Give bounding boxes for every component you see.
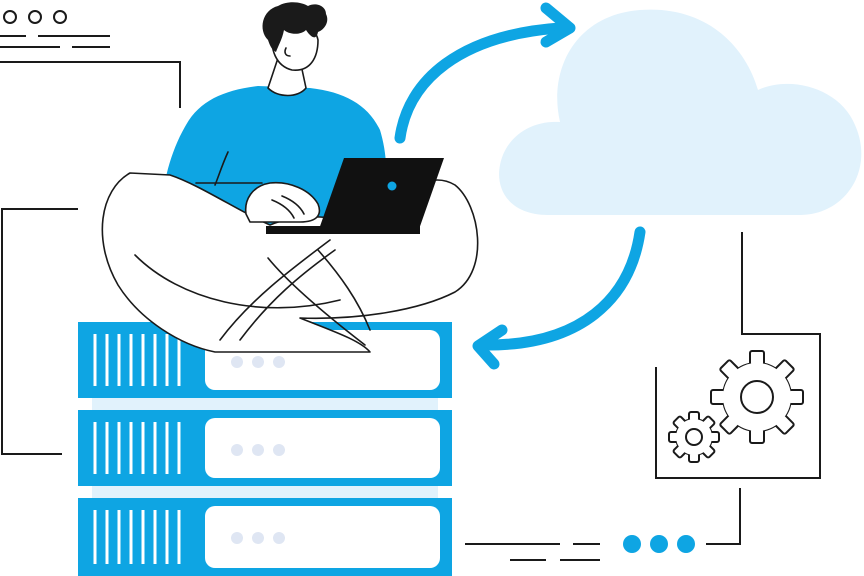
ellipsis-dots-icon bbox=[623, 535, 695, 553]
right-connector-lines bbox=[465, 232, 821, 561]
laptop bbox=[318, 158, 444, 232]
person-hair bbox=[262, 2, 328, 52]
person-with-laptop bbox=[101, 2, 479, 353]
gear-icon bbox=[668, 350, 804, 463]
text-lines-icon bbox=[0, 35, 181, 108]
cloud-icon bbox=[499, 9, 862, 216]
window-dots-icon bbox=[3, 10, 67, 24]
server-rack bbox=[78, 322, 452, 576]
laptop-logo bbox=[387, 181, 397, 191]
sync-arrow-icon bbox=[394, 2, 646, 370]
server-unit bbox=[78, 410, 452, 486]
left-connector-line bbox=[1, 208, 78, 455]
server-unit bbox=[78, 498, 452, 576]
